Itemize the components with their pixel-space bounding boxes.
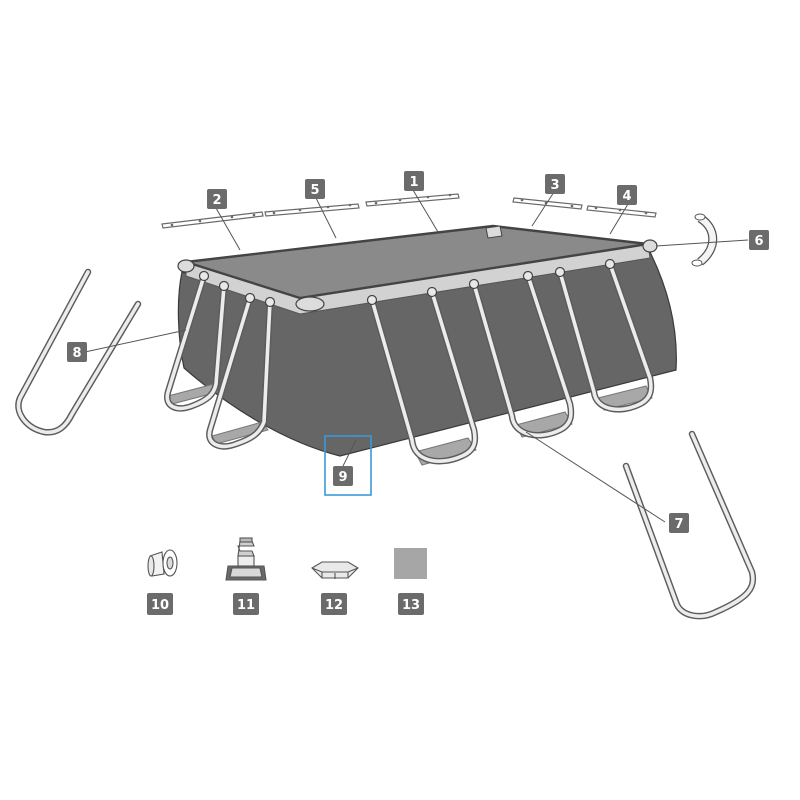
leg-side-2 (206, 294, 274, 450)
badge-part-9[interactable]: 9 (333, 466, 353, 486)
svg-text:4: 4 (622, 189, 631, 204)
pool-body (177, 224, 677, 457)
rail-part-5 (264, 203, 360, 217)
leg-front-1 (368, 288, 479, 465)
badge-part-13[interactable]: 13 (398, 593, 424, 615)
svg-text:2: 2 (212, 193, 221, 208)
corner-connector-back (485, 225, 503, 239)
badge-part-2[interactable]: 2 (207, 189, 227, 209)
svg-text:10: 10 (151, 598, 169, 613)
badge-part-7[interactable]: 7 (669, 513, 689, 533)
svg-text:9: 9 (338, 470, 347, 485)
pool-legs (164, 258, 655, 466)
corner-connector-front (295, 296, 325, 312)
rail-part-1 (365, 193, 460, 207)
pool-wall (177, 247, 677, 457)
u-leg-part-8 (15, 268, 142, 436)
svg-text:13: 13 (402, 598, 420, 613)
svg-text:6: 6 (754, 234, 763, 249)
badge-part-3[interactable]: 3 (545, 174, 565, 194)
badge-part-8[interactable]: 8 (67, 342, 87, 362)
badge-part-6[interactable]: 6 (749, 230, 769, 250)
badge-part-11[interactable]: 11 (233, 593, 259, 615)
badge-part-12[interactable]: 12 (321, 593, 347, 615)
corner-connector-right (642, 239, 658, 253)
leg-sockets (198, 258, 616, 308)
leader-lines (84, 189, 749, 523)
drain-valve-part-11 (225, 537, 267, 581)
leg-front-2 (470, 272, 575, 439)
strainer-part-10 (147, 549, 178, 577)
leg-front-3 (556, 260, 655, 413)
rail-part-4 (586, 205, 657, 218)
rail-part-2 (161, 211, 264, 229)
svg-text:5: 5 (310, 183, 319, 198)
badge-part-4[interactable]: 4 (617, 185, 637, 205)
svg-text:7: 7 (674, 517, 683, 532)
badge-part-1[interactable]: 1 (404, 171, 424, 191)
selection-highlight-part-9 (324, 435, 372, 496)
corner-connector-left (177, 259, 195, 273)
corner-elbow-part-6 (691, 213, 718, 267)
svg-text:3: 3 (550, 178, 559, 193)
badge-part-10[interactable]: 10 (147, 593, 173, 615)
badge-part-5[interactable]: 5 (305, 179, 325, 199)
svg-text:1: 1 (409, 175, 418, 190)
drain-cap-part-12 (311, 561, 359, 579)
svg-text:11: 11 (237, 598, 255, 613)
repair-patch-part-13 (394, 548, 427, 579)
rail-part-3 (512, 197, 583, 210)
svg-text:12: 12 (325, 598, 343, 613)
u-leg-part-7 (622, 430, 757, 620)
leg-side-1 (164, 272, 228, 412)
svg-text:8: 8 (72, 346, 81, 361)
